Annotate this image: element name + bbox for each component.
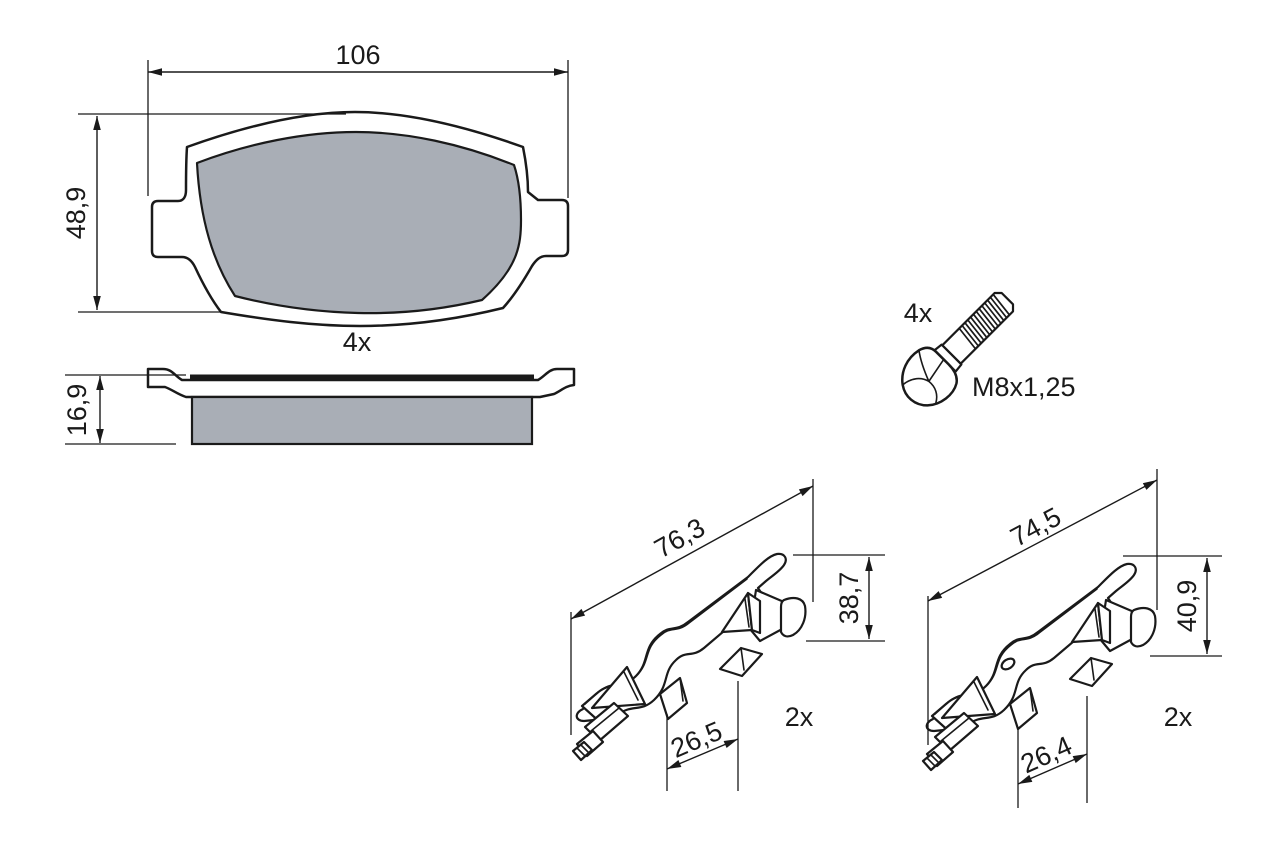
pad-front-view: 106 48,9 4x bbox=[61, 40, 570, 357]
clip-b-shape bbox=[921, 562, 1157, 772]
dimension-pad-thickness: 16,9 bbox=[62, 374, 186, 445]
clip-a-drawing: 76,3 38,7 26,5 2x bbox=[570, 479, 885, 791]
clip-a-length-value: 76,3 bbox=[649, 512, 710, 564]
bolt-shank bbox=[941, 291, 1015, 365]
bolt-drawing: 4x M8x1,25 bbox=[901, 291, 1076, 407]
clip-b-drawing: 74,5 40,9 26,4 2x bbox=[921, 469, 1222, 808]
bolt-quantity-label: 4x bbox=[904, 298, 933, 328]
clip-a-height-value: 38,7 bbox=[834, 572, 864, 625]
dimension-line bbox=[1017, 753, 1088, 785]
dimension-line bbox=[927, 479, 1158, 602]
dimension-pad-width: 106 bbox=[147, 40, 569, 198]
pad-width-value: 106 bbox=[335, 40, 380, 70]
clip-b-length-value: 74,5 bbox=[1006, 501, 1066, 552]
dimension-clip-a-height: 38,7 bbox=[793, 554, 885, 642]
clip-a-quantity-label: 2x bbox=[785, 702, 814, 732]
dimension-clip-b-height: 40,9 bbox=[1123, 555, 1222, 657]
pad-quantity-label: 4x bbox=[343, 327, 372, 357]
side-shim-layer bbox=[190, 374, 534, 380]
pad-thickness-value: 16,9 bbox=[62, 384, 92, 437]
dimension-pad-height: 48,9 bbox=[61, 113, 346, 313]
pad-friction-material bbox=[195, 130, 523, 315]
dimension-line bbox=[570, 485, 814, 620]
pad-side-view: 16,9 bbox=[62, 367, 576, 446]
bolt-hex-head bbox=[901, 346, 958, 407]
side-friction-block bbox=[190, 395, 534, 446]
clip-b-hole bbox=[1000, 657, 1016, 671]
clip-b-quantity-label: 2x bbox=[1164, 702, 1193, 732]
bolt-thread-spec-label: M8x1,25 bbox=[972, 372, 1076, 402]
dimension-line bbox=[666, 738, 739, 770]
bolt-head-facet-lines bbox=[901, 349, 945, 404]
clip-b-height-value: 40,9 bbox=[1172, 580, 1202, 633]
bolt-threads bbox=[958, 293, 1011, 350]
side-backing-plate-outline bbox=[146, 367, 576, 399]
pad-height-value: 48,9 bbox=[61, 187, 91, 240]
